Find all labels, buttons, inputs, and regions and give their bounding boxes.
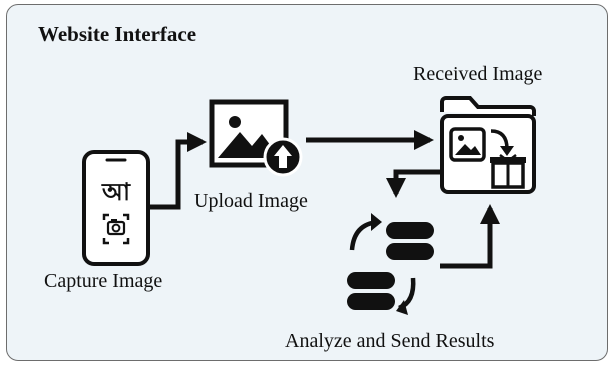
analyze-results-label: Analyze and Send Results	[285, 330, 495, 352]
diagram-title: Website Interface	[38, 22, 197, 46]
image-upload-icon	[209, 99, 303, 177]
phone-glyph: আ	[101, 178, 131, 206]
arrow-capture-to-upload	[148, 132, 207, 210]
arrow-analyze-to-received	[440, 204, 500, 269]
arrow-received-to-analyze	[386, 169, 440, 198]
folder-image-icon	[440, 96, 536, 194]
capture-image-label: Capture Image	[44, 270, 163, 292]
smartphone-camera-icon: আ	[82, 150, 150, 266]
upload-image-label: Upload Image	[194, 190, 308, 212]
received-image-label: Received Image	[413, 63, 543, 85]
database-sync-icon	[347, 213, 434, 315]
